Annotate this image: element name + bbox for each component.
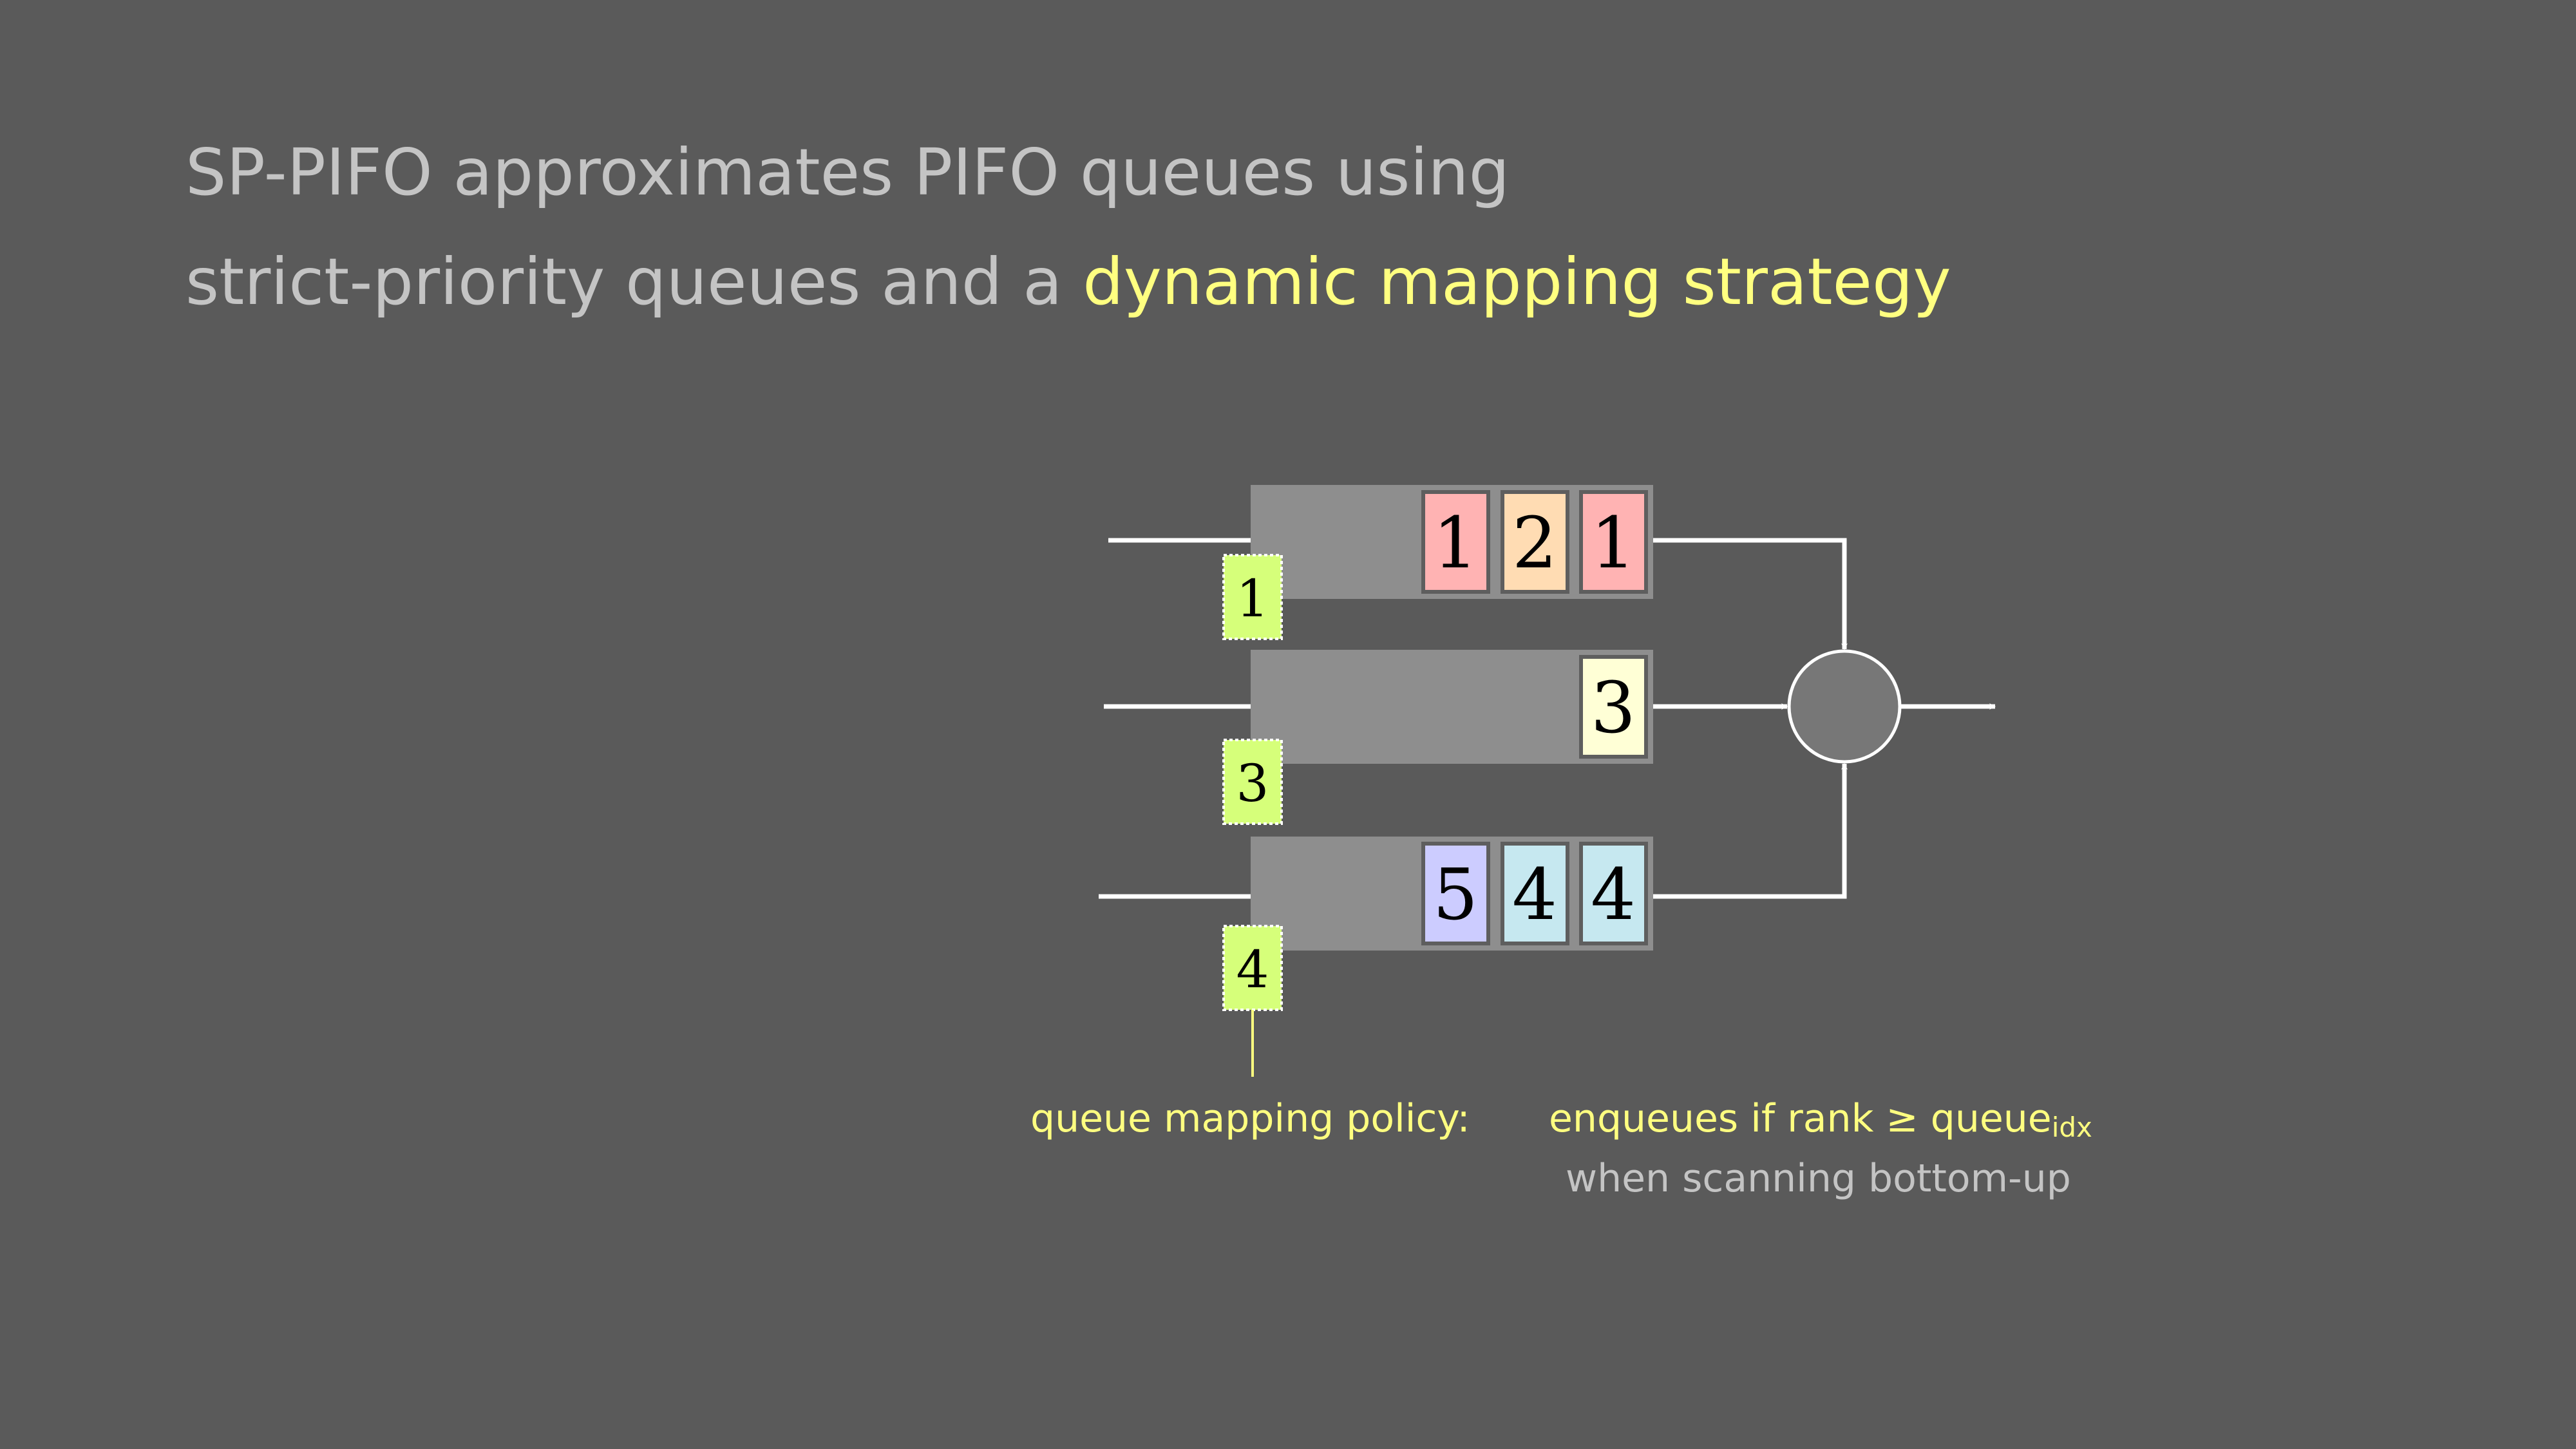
policy-rule-text: enqueues if rank ≥ queue [1549,1096,2052,1141]
packet-rank: 2 [1512,502,1557,584]
packet-rank: 4 [1512,853,1557,936]
packet [1421,490,1490,594]
queue-1-output-arrow [1653,538,1848,650]
packet [1579,490,1648,594]
title-highlight: dynamic mapping strategy [1083,244,1951,319]
policy-note: when scanning bottom-up [1566,1156,2071,1201]
packet [1579,655,1648,759]
queue-2: 33 [1222,650,1653,825]
scheduler-circle [1787,649,1902,764]
packet-rank: 1 [1433,502,1478,584]
policy-rule-subscript: idx [2052,1112,2092,1143]
title-line-1: SP-PIFO approximates PIFO queues using [185,135,1510,210]
queue-bound-tag [1222,739,1283,825]
packet-rank: 3 [1591,667,1636,749]
policy-label: queue mapping policy: [1030,1096,1470,1141]
title-line-2-prefix: strict-priority queues and a [185,244,1083,319]
packet-rank: 5 [1433,853,1478,936]
packet [1501,490,1569,594]
packet [1579,842,1648,945]
title-line-2: strict-priority queues and a dynamic map… [185,244,1951,319]
queue-bound-tag [1222,925,1283,1011]
packet-rank: 1 [1591,502,1636,584]
queue-bound-value: 3 [1236,753,1269,813]
packet [1421,842,1490,945]
packet-rank: 4 [1591,853,1636,936]
queue-bound-value: 1 [1236,569,1269,629]
policy-rule: enqueues if rank ≥ queueidx [1549,1096,2092,1143]
queue-bound-tag [1222,554,1283,640]
queue-3-output-arrow [1653,763,1848,899]
packet [1501,842,1569,945]
queue-bound-value: 4 [1236,940,1269,999]
